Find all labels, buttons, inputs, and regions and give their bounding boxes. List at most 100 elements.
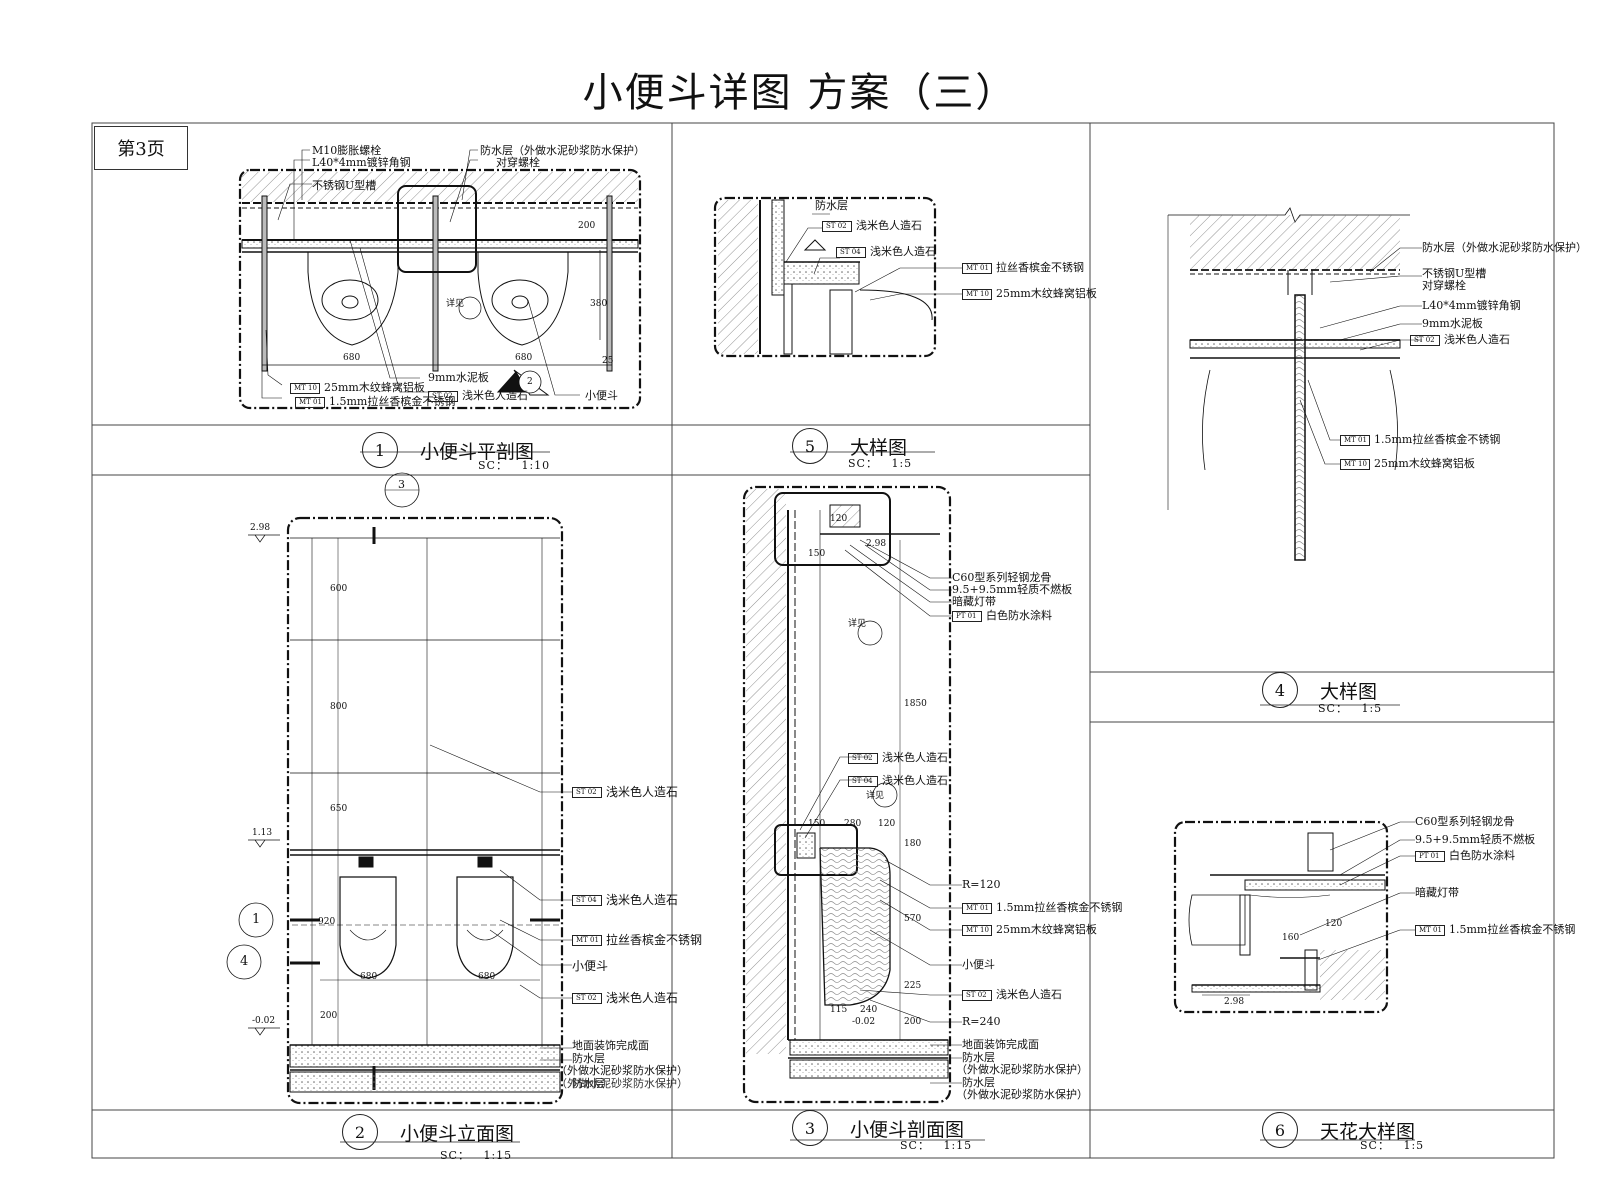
section-ref: 2 — [527, 377, 533, 387]
note: 25mm木纹蜂窝铝板 — [324, 381, 425, 394]
note: 9mm水泥板 — [1422, 317, 1483, 330]
panel-title-detail-4: 4 大样图 — [1262, 672, 1377, 708]
note: 1.5mm拉丝香槟金不锈钢 — [1449, 923, 1576, 936]
panel-name: 大样图 — [1320, 680, 1378, 703]
note: 不锈钢U型槽 — [1422, 267, 1487, 280]
panel-name: 大样图 — [850, 436, 908, 459]
dimension: 680 — [478, 972, 496, 982]
material-tag: ST 02 — [428, 390, 458, 402]
section-drawing — [742, 485, 962, 1104]
note: 地面装饰完成面 — [962, 1038, 1039, 1051]
note: （外做水泥砂浆防水保护） — [556, 1077, 688, 1090]
note: 暗藏灯带 — [1415, 886, 1459, 899]
level-mark: 2.98 — [1224, 997, 1245, 1007]
note: 防水层 — [962, 1051, 995, 1064]
note: 白色防水涂料 — [1449, 849, 1515, 862]
dimension: 570 — [904, 914, 922, 924]
note: 拉丝香槟金不锈钢 — [606, 933, 703, 947]
panel-name: 天花大样图 — [1320, 1120, 1416, 1143]
scale-prefix: SC： — [848, 457, 878, 470]
note: 浅米色人造石 — [606, 991, 679, 1005]
note: （外做水泥砂浆防水保护） — [956, 1063, 1088, 1076]
note: 地面装饰完成面 — [572, 1039, 649, 1052]
note: 防水层 — [815, 199, 848, 212]
panel-name: 小便斗平剖图 — [420, 440, 535, 463]
material-tag: ST 02 — [848, 752, 878, 764]
note: 9.5+9.5mm轻质不燃板 — [1415, 833, 1536, 846]
material-tag: MT 10 — [962, 924, 992, 936]
scale-prefix: SC： — [1318, 702, 1348, 715]
panel-title-ceiling: 6 天花大样图 — [1262, 1112, 1415, 1148]
note: 浅米色人造石 — [606, 785, 679, 799]
note: 对穿螺栓 — [496, 156, 540, 169]
note: 暗藏灯带 — [952, 595, 996, 608]
material-tag: MT 01 — [962, 262, 992, 274]
material-tag: MT 10 — [1340, 458, 1370, 470]
note: 9.5+9.5mm轻质不燃板 — [952, 583, 1073, 596]
material-tag: ST 02 — [962, 989, 992, 1001]
material-tag: MT 10 — [290, 382, 320, 394]
scale-value: 1:5 — [891, 457, 913, 470]
note: R=120 — [962, 878, 1001, 891]
dimension: 680 — [343, 353, 361, 363]
level-mark: 2.98 — [250, 523, 271, 533]
material-tag: MT 01 — [1340, 434, 1370, 446]
note: （外做水泥砂浆防水保护） — [556, 1064, 688, 1077]
material-tag: ST 04 — [572, 895, 602, 906]
note: 1.5mm拉丝香槟金不锈钢 — [996, 901, 1123, 914]
scale-prefix: SC： — [440, 1149, 470, 1162]
dimension: 680 — [360, 972, 378, 982]
material-tag: ST 04 — [836, 246, 866, 258]
dimension: 120 — [878, 819, 896, 829]
note: 防水层（外做水泥砂浆防水保护） — [480, 144, 645, 157]
note: 浅米色人造石 — [462, 389, 528, 402]
level-mark: 1.13 — [252, 828, 273, 838]
note: 浅米色人造石 — [606, 893, 679, 907]
material-tag: MT 01 — [295, 396, 325, 408]
panel-title-detail-5: 5 大样图 — [792, 428, 907, 464]
elevation-drawing — [226, 472, 572, 1105]
note: 小便斗 — [572, 959, 609, 973]
scale-value: 1:5 — [1361, 702, 1383, 715]
scale-prefix: SC： — [900, 1139, 930, 1152]
level-mark: -0.02 — [852, 1017, 876, 1027]
page-label: 第3页 — [94, 126, 188, 170]
note: 对穿螺栓 — [1422, 279, 1466, 292]
panel-title-elevation: 2 小便斗立面图 — [342, 1114, 514, 1150]
material-tag: MT 10 — [962, 288, 992, 300]
detail-ref: 详见 — [848, 619, 867, 629]
note: M10膨胀螺栓 — [312, 144, 382, 157]
scale-value: 1:10 — [521, 459, 551, 472]
dimension: 120 — [1325, 919, 1343, 929]
dimension: 115 — [830, 1005, 848, 1015]
note: 不锈钢U型槽 — [312, 179, 377, 192]
panel-number: 4 — [1262, 672, 1298, 708]
panel-name: 小便斗立面图 — [400, 1122, 515, 1145]
ceiling-detail-drawing — [1173, 820, 1415, 1014]
dimension: 600 — [330, 584, 348, 594]
level-mark: 2.98 — [866, 539, 887, 549]
level-mark: -0.02 — [252, 1016, 276, 1026]
dimension: 800 — [330, 702, 348, 712]
scale-prefix: SC： — [1360, 1139, 1390, 1152]
detail-ref: 详见 — [866, 791, 885, 801]
note: 拉丝香槟金不锈钢 — [996, 261, 1084, 274]
dimension: 650 — [330, 804, 348, 814]
note: 小便斗 — [585, 389, 618, 402]
panel-name: 小便斗剖面图 — [850, 1118, 965, 1141]
note: C60型系列轻钢龙骨 — [1415, 815, 1515, 828]
panel-number: 1 — [362, 432, 398, 468]
note: 浅米色人造石 — [856, 219, 922, 232]
dimension: 160 — [1282, 933, 1300, 943]
note: 浅米色人造石 — [882, 751, 948, 764]
material-tag: MT 01 — [962, 902, 992, 914]
plan-section-drawing — [238, 149, 642, 410]
material-tag: ST 02 — [1410, 334, 1440, 346]
detail-5-drawing — [713, 196, 962, 358]
dimension: 240 — [860, 1005, 878, 1015]
note: 25mm木纹蜂窝铝板 — [996, 923, 1097, 936]
material-tag: PT 01 — [952, 610, 982, 622]
panel-number: 5 — [792, 428, 828, 464]
material-tag: ST 02 — [822, 220, 852, 232]
